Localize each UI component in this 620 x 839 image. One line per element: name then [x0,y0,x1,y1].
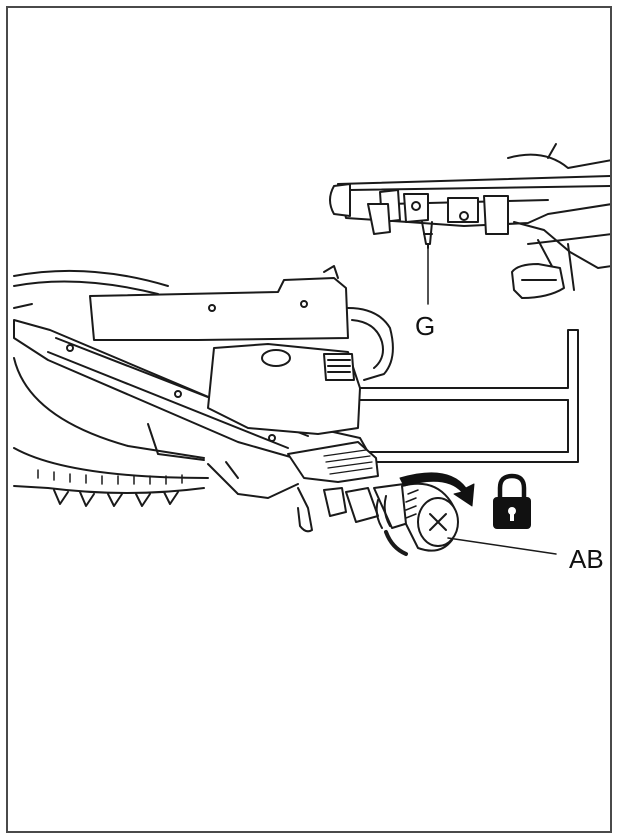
saw-arm [13,265,394,533]
callout-leader-ab [447,537,557,555]
callout-label-g: G [415,311,436,341]
manual-figure-frame: G AB [6,6,612,833]
saw-blade [13,269,209,507]
extension-rod [357,329,579,463]
knob-ab [373,482,459,552]
clockwise-rotation-arrow-icon [399,472,475,507]
rotation-arrow-tail [384,530,408,556]
callout-label-ab: AB [569,544,604,574]
rear-rail-assembly [329,143,610,299]
padlock-locked-icon [493,473,531,529]
miter-saw-illustration [13,143,610,556]
